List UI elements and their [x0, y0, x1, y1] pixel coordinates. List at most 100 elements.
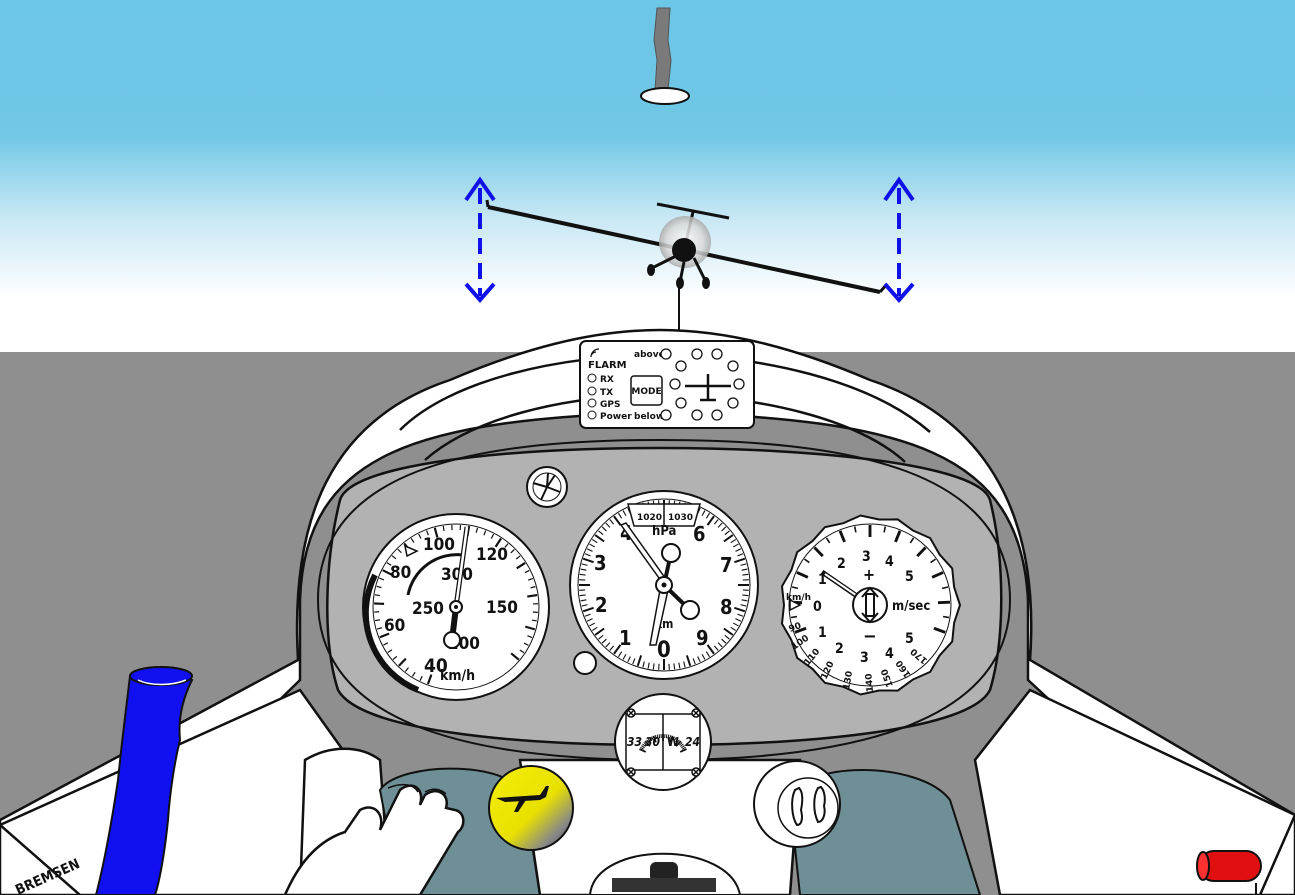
dial-tick	[813, 546, 824, 558]
dial-tick	[933, 626, 946, 634]
dial-tick	[586, 548, 593, 552]
dial-tick	[383, 642, 389, 646]
flarm-led-tx: TX	[600, 388, 613, 398]
dial-tick	[724, 634, 730, 640]
airspeed-indicator: 40 60 80 100 120 150 200 250 300 km/h	[362, 513, 550, 701]
dial-tick	[591, 626, 598, 632]
dial-tick	[804, 558, 810, 564]
pilot-hand	[283, 783, 465, 895]
dial-tick	[641, 745, 645, 749]
dial-tick	[669, 735, 672, 740]
dial-tick	[734, 606, 746, 613]
dial-tick	[741, 568, 748, 571]
dial-tick	[613, 515, 622, 526]
dial-tick	[730, 626, 737, 632]
dial-tick	[524, 625, 536, 631]
dial-tick	[701, 510, 706, 517]
flarm-led-power: Power	[600, 412, 632, 422]
dial-tick	[584, 553, 591, 557]
dial-tick	[676, 739, 680, 744]
dial-tick	[622, 510, 627, 517]
dial-tick	[643, 742, 648, 746]
dial-tick	[667, 734, 670, 739]
dial-tick	[524, 569, 530, 574]
asi-mark-250: 250	[412, 599, 444, 619]
asi-mark-60: 60	[384, 616, 405, 636]
trim-knob[interactable]	[488, 765, 574, 851]
vario-minus: −	[863, 626, 877, 647]
right-wing-arrow	[883, 176, 915, 304]
flarm-mode-button[interactable]: MODE	[630, 375, 663, 406]
air-vent-icon[interactable]	[526, 466, 568, 508]
dial-tick	[419, 675, 423, 681]
tow-release-knob[interactable]	[1196, 850, 1262, 895]
alt-mark-0: 0	[657, 638, 671, 663]
dial-tick	[376, 585, 382, 589]
vario-unit: m/sec	[892, 599, 930, 614]
dial-tick	[683, 661, 686, 668]
glider-icon	[496, 786, 549, 812]
vario-triangle-marker	[789, 598, 802, 612]
asi-mark-100: 100	[423, 535, 455, 555]
airbrake-handle[interactable]	[94, 666, 194, 895]
dial-tick	[894, 530, 902, 543]
dial-tick	[721, 526, 727, 532]
dial-tick	[411, 671, 416, 677]
vario-mark-up-4: 4	[885, 554, 894, 570]
dial-tick	[376, 627, 383, 630]
dial-tick	[584, 613, 591, 617]
dial-tick	[640, 746, 645, 750]
dial-tick	[632, 658, 636, 665]
compass: 33 30 W 24	[614, 693, 712, 791]
dial-tick	[627, 656, 631, 663]
dial-tick	[941, 586, 949, 590]
dial-tick	[594, 534, 605, 543]
alt-mark-8: 8	[720, 595, 733, 619]
vario-speed-130: 130	[842, 670, 855, 690]
dial-tick	[681, 746, 686, 750]
dial-tick	[678, 742, 683, 746]
variometer: 1 2 3 4 5 0 1 2 3 4 5 + − m/sec km/h 90 …	[780, 514, 962, 696]
dial-tick	[425, 530, 429, 536]
dial-tick	[644, 740, 651, 747]
dial-tick	[735, 548, 742, 552]
dial-tick	[796, 571, 809, 579]
vario-mark-down-2: 2	[835, 641, 844, 657]
dial-tick	[730, 538, 737, 544]
flarm-led-gps: GPS	[600, 400, 620, 410]
dial-tick	[609, 645, 615, 651]
dial-tick	[598, 530, 604, 536]
dial-tick	[740, 563, 747, 566]
dial-tick	[930, 558, 936, 564]
alt-mark-2: 2	[595, 593, 608, 617]
dial-tick	[679, 748, 687, 753]
dial-tick	[642, 661, 645, 668]
dial-tick	[527, 594, 538, 598]
asi-mark-40: 40	[424, 655, 448, 677]
dial-tick	[398, 657, 407, 667]
asi-needle	[443, 526, 470, 649]
dial-tick	[651, 736, 654, 741]
compass-mark-24: 24	[685, 735, 700, 749]
dial-tick	[931, 571, 944, 579]
left-wing-arrow	[464, 176, 496, 304]
pedal-adjust-knob[interactable]	[753, 760, 841, 848]
dial-tick	[942, 615, 950, 619]
dial-tick	[589, 543, 596, 548]
dial-tick	[735, 618, 742, 622]
panel-knob[interactable]	[573, 651, 597, 675]
vario-plus: +	[863, 565, 875, 584]
dial-tick	[646, 739, 650, 744]
dial-tick	[883, 526, 887, 533]
dial-tick	[916, 546, 927, 558]
flarm-mode-label: MODE	[631, 387, 661, 397]
dial-tick	[678, 662, 681, 669]
compass-mark-30: 30	[645, 735, 661, 749]
vario-mark-up-2: 2	[837, 556, 846, 572]
dial-tick	[490, 533, 495, 539]
dial-tick	[374, 594, 380, 597]
flarm-ring-leds	[660, 348, 745, 421]
dial-tick	[647, 662, 650, 669]
dial-tick	[737, 613, 744, 617]
dial-tick	[672, 736, 675, 741]
